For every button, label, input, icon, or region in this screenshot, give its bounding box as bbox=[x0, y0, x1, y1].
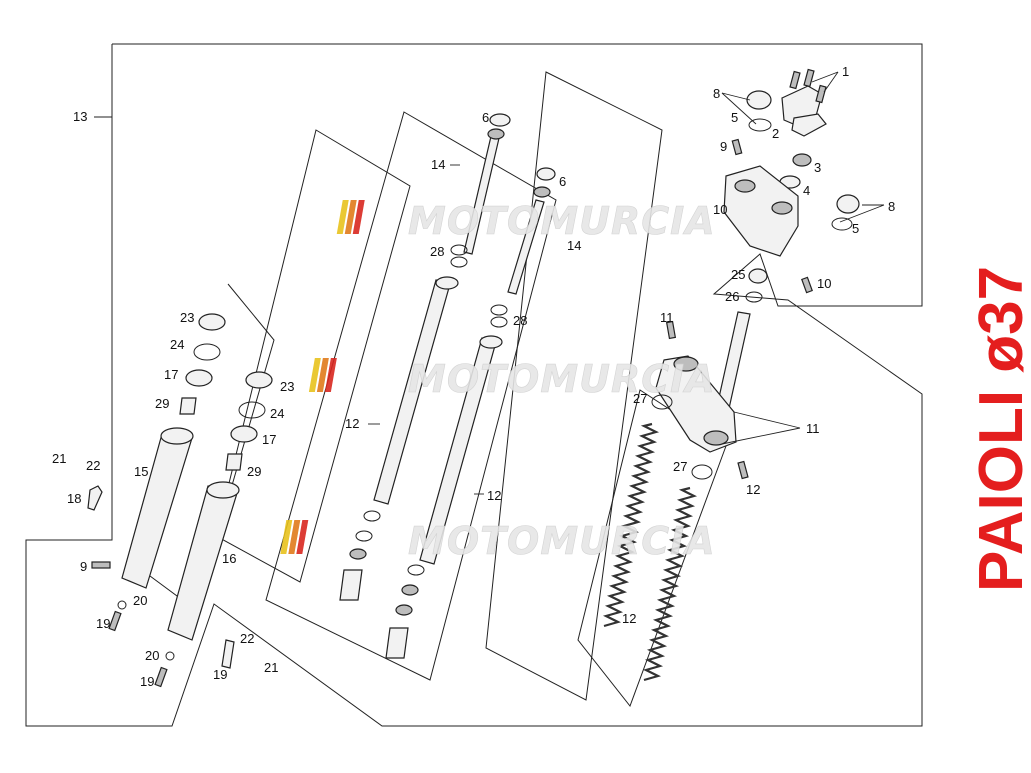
watermark-middle: MOTOMURCIA bbox=[308, 357, 716, 401]
callout-10: 11 bbox=[806, 421, 820, 436]
callout-8b: 10 bbox=[817, 276, 831, 291]
callout-12b: 12 bbox=[487, 488, 501, 503]
callout-26: 26 bbox=[725, 289, 739, 304]
callout-5: 5 bbox=[731, 110, 738, 125]
callout-27b: 27 bbox=[673, 459, 687, 474]
fork-legs bbox=[87, 313, 273, 688]
leader-lines bbox=[94, 71, 885, 495]
callout-28: 28 bbox=[430, 244, 444, 259]
fork-springs bbox=[602, 422, 698, 682]
callout-1: 1 bbox=[842, 64, 849, 79]
callout-17: 17 bbox=[164, 367, 178, 382]
callout-29: 29 bbox=[155, 396, 169, 411]
callout-6b: 6 bbox=[559, 174, 566, 189]
callout-20: 20 bbox=[133, 593, 147, 608]
callout-17b: 17 bbox=[262, 432, 276, 447]
callout-27: 27 bbox=[633, 391, 647, 406]
callout-22b: 22 bbox=[240, 631, 254, 646]
callout-8: 9 bbox=[720, 139, 727, 154]
callout-28b: 28 bbox=[513, 313, 527, 328]
callout-22: 22 bbox=[86, 458, 100, 473]
callout-6: 6 bbox=[482, 110, 489, 125]
callout-23b: 23 bbox=[280, 379, 294, 394]
callout-19b: 19 bbox=[140, 674, 154, 689]
callout-7b: 8 bbox=[888, 199, 895, 214]
callout-5b: 5 bbox=[852, 221, 859, 236]
callout-8c: 11 bbox=[660, 310, 674, 325]
callout-3: 3 bbox=[814, 160, 821, 175]
callout-24b: 24 bbox=[270, 406, 284, 421]
callout-16: 16 bbox=[222, 551, 236, 566]
callout-8e: 9 bbox=[80, 559, 87, 574]
diagram-title: PAIOLI ø37 bbox=[967, 266, 1031, 592]
callout-24: 24 bbox=[170, 337, 184, 352]
callout-21: 21 bbox=[52, 451, 66, 466]
watermark-text-1: MOTOMURCIA bbox=[408, 199, 716, 243]
callout-11: 12 bbox=[622, 611, 636, 626]
pane-outline-left bbox=[215, 129, 411, 583]
pane-outline-right bbox=[485, 71, 663, 701]
callout-15: 15 bbox=[134, 464, 148, 479]
callout-19: 19 bbox=[96, 616, 110, 631]
callout-18: 18 bbox=[67, 491, 81, 506]
callout-21b: 21 bbox=[264, 660, 278, 675]
callout-8d: 12 bbox=[746, 482, 760, 497]
watermark-top: MOTOMURCIA bbox=[336, 199, 716, 243]
top-clamp-assembly bbox=[723, 68, 860, 303]
callout-23: 23 bbox=[180, 310, 194, 325]
group-outline-13 bbox=[25, 43, 923, 727]
watermark-text-3: MOTOMURCIA bbox=[408, 519, 716, 563]
callout-7: 8 bbox=[713, 86, 720, 101]
callout-13: 13 bbox=[73, 109, 87, 124]
pane-outline-seals bbox=[149, 283, 275, 611]
callout-29b: 29 bbox=[247, 464, 261, 479]
callout-2: 2 bbox=[772, 126, 779, 141]
watermark-text-2: MOTOMURCIA bbox=[408, 357, 716, 401]
callout-18b: 19 bbox=[213, 667, 227, 682]
callout-9: 10 bbox=[713, 202, 727, 217]
watermark-group: MOTOMURCIA MOTOMURCIA MOTOMURCIA bbox=[280, 199, 715, 563]
watermark-bottom: MOTOMURCIA bbox=[280, 519, 715, 563]
pane-outline-center bbox=[265, 111, 557, 681]
callout-14b: 14 bbox=[567, 238, 581, 253]
callout-25: 25 bbox=[731, 267, 745, 282]
callout-20b: 20 bbox=[145, 648, 159, 663]
stanchion-tubes bbox=[339, 113, 556, 659]
callout-4: 4 bbox=[803, 183, 810, 198]
lower-yoke-assembly bbox=[651, 311, 751, 480]
callout-14: 14 bbox=[431, 157, 445, 172]
callout-labels: 13 1 2 8 5 9 3 4 10 8 5 25 10 26 11 27 1… bbox=[52, 64, 895, 689]
callout-12: 12 bbox=[345, 416, 359, 431]
